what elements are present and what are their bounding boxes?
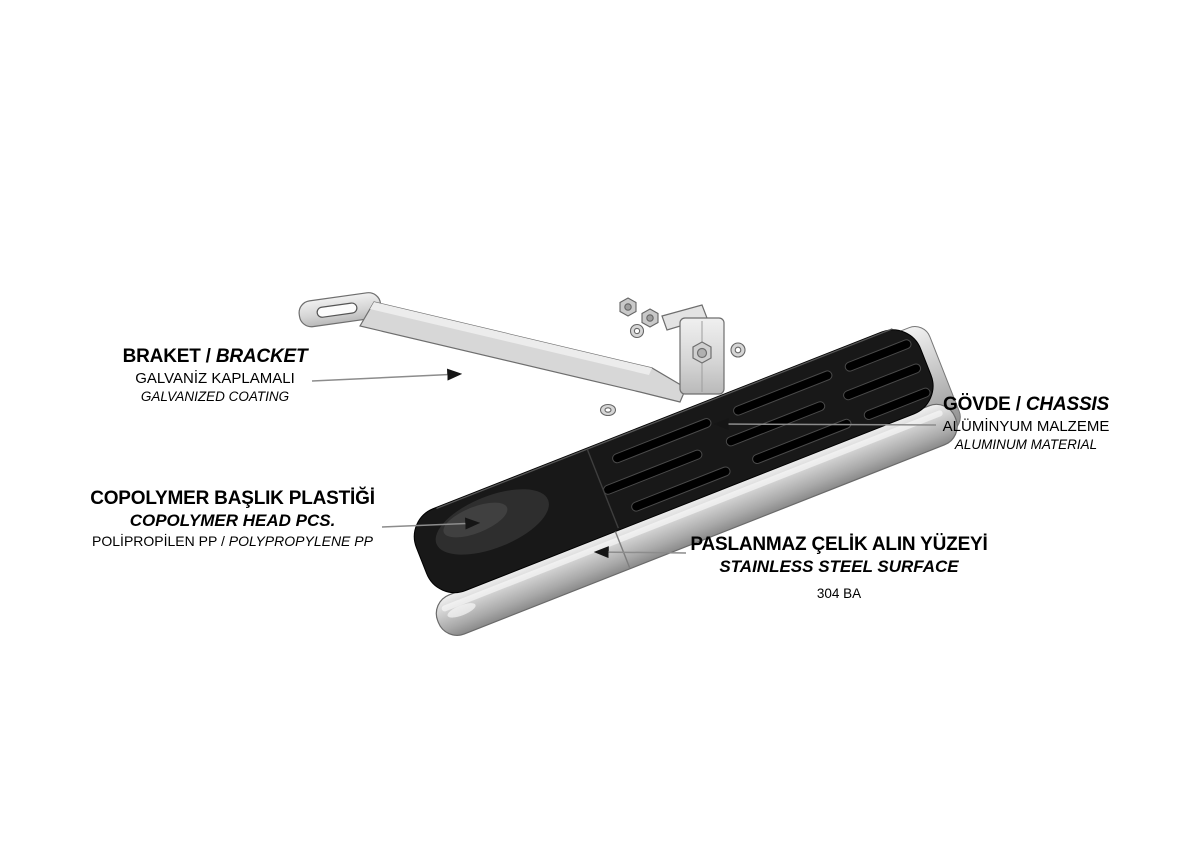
copolymer-material-tr: POLİPROPİLEN PP /	[92, 533, 225, 550]
chassis-material-tr: ALÜMİNYUM MALZEME	[942, 418, 1110, 436]
leader-lines	[311, 368, 937, 559]
chassis-title-en: CHASSIS	[1025, 394, 1109, 415]
mounting-bracket-illustration	[661, 304, 725, 395]
bracket-material-en: GALVANIZED COATING	[140, 389, 290, 405]
fasteners-illustration	[599, 297, 746, 417]
copolymer-title-tr: COPOLYMER BAŞLIK PLASTİĞİ	[90, 488, 375, 509]
bracket-plate	[298, 292, 382, 328]
stainless-arrow	[593, 546, 687, 559]
copolymer-arrow	[381, 517, 481, 530]
bracket-label: BRAKET / BRACKET GALVANİZ KAPLAMALI GALV…	[118, 346, 312, 405]
step-bar-illustration	[413, 326, 961, 636]
stainless-spec: 304 BA	[816, 586, 862, 602]
bracket-material-tr: GALVANİZ KAPLAMALI	[135, 370, 295, 388]
chassis-material-en: ALUMINUM MATERIAL	[954, 437, 1098, 453]
chassis-title-tr: GÖVDE /	[943, 394, 1021, 415]
bracket-title: BRAKET / BRACKET	[118, 346, 312, 368]
bracket-arm-illustration	[298, 292, 687, 403]
chassis-arrow	[713, 418, 937, 431]
copolymer-material-en: POLYPROPYLENE PP	[228, 533, 373, 550]
cap-seam	[586, 449, 620, 529]
copolymer-title-en: COPOLYMER HEAD PCS.	[129, 511, 336, 531]
stainless-title-tr: PASLANMAZ ÇELİK ALIN YÜZEYİ	[690, 534, 988, 555]
stainless-label: PASLANMAZ ÇELİK ALIN YÜZEYİ STAINLESS ST…	[683, 534, 995, 602]
bracket-title-tr: BRAKET /	[122, 346, 211, 367]
tread-slots	[603, 339, 931, 512]
chassis-title: GÖVDE / CHASSIS	[928, 394, 1124, 416]
bracket-title-en: BRACKET	[215, 346, 308, 367]
bracket-arrow	[311, 368, 463, 382]
stainless-title-en: STAINLESS STEEL SURFACE	[719, 557, 959, 577]
copolymer-label: COPOLYMER BAŞLIK PLASTİĞİ COPOLYMER HEAD…	[80, 488, 385, 550]
copolymer-material: POLİPROPİLEN PP / POLYPROPYLENE PP	[80, 533, 385, 550]
chassis-label: GÖVDE / CHASSIS ALÜMİNYUM MALZEME ALUMIN…	[928, 394, 1124, 453]
